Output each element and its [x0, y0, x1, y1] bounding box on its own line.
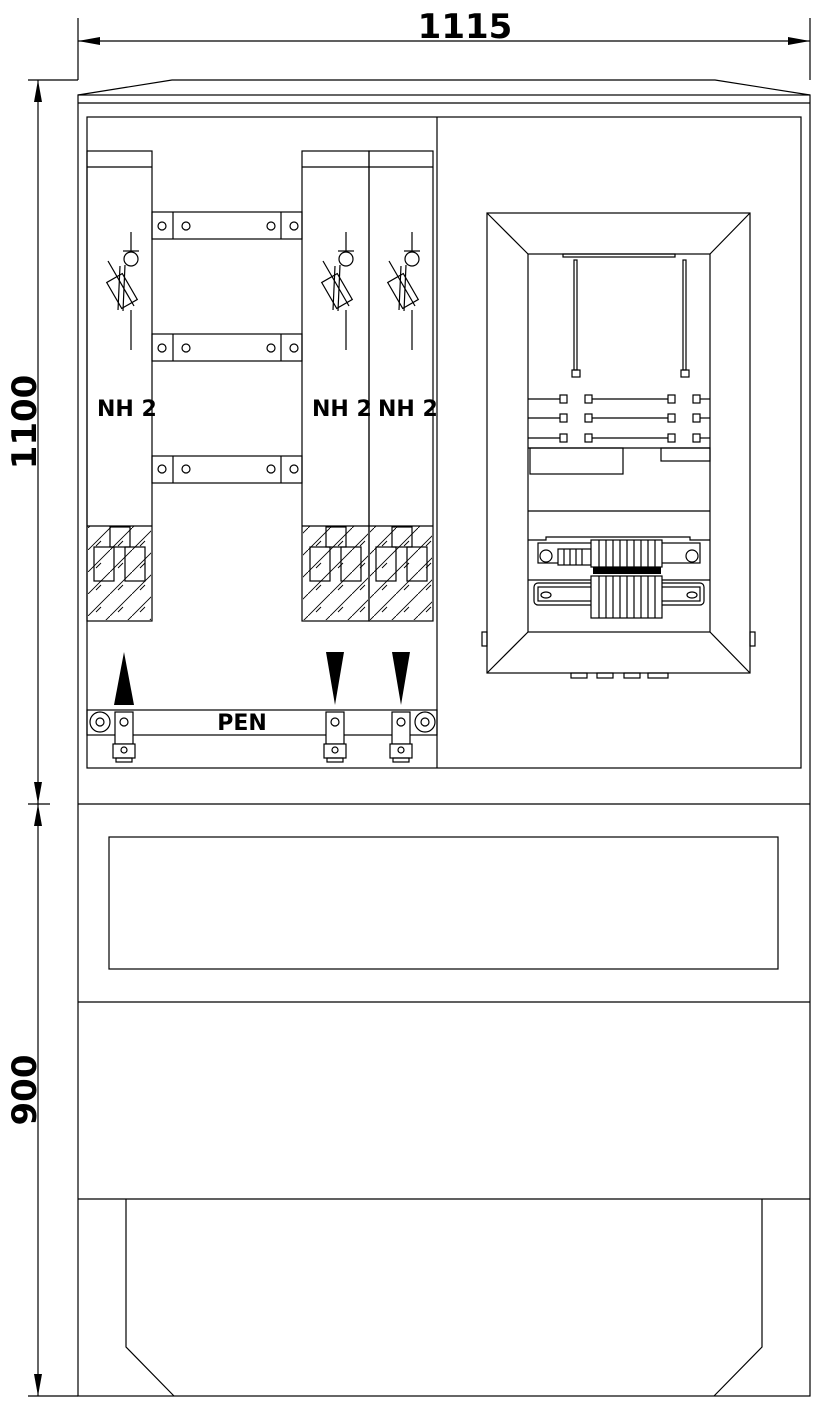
- arrow-up-icon: [114, 652, 134, 705]
- fuse-label: NH 2: [97, 397, 157, 422]
- fuse-column-2: NH 2: [301, 150, 372, 622]
- fuse-column-3: NH 2: [368, 150, 438, 622]
- fuse-label: NH 2: [378, 397, 438, 422]
- width-dimension: 1115: [77, 7, 811, 80]
- width-label: 1115: [418, 7, 513, 47]
- arrow-down-icon: [392, 652, 410, 705]
- height-dimension: 1100 900: [5, 79, 78, 1397]
- busbars: [151, 211, 303, 484]
- fuse-symbol-icon: [320, 232, 354, 350]
- fuse-column-1: NH 2: [86, 150, 157, 622]
- cabinet-housing: [77, 79, 811, 1397]
- pen-busbar: PEN: [86, 709, 438, 763]
- pen-label: PEN: [217, 711, 267, 736]
- meter-terminals: [528, 394, 710, 443]
- lower-height-label: 900: [5, 1055, 45, 1126]
- upper-height-label: 1100: [5, 375, 45, 470]
- fuse-label: NH 2: [312, 397, 372, 422]
- meter-panel: [481, 212, 756, 679]
- fuse-symbol-icon: [386, 232, 420, 350]
- plinth: [125, 1199, 175, 1397]
- label-window: [108, 836, 779, 970]
- fuse-symbol-icon: [105, 232, 139, 350]
- arrow-down-icon: [326, 652, 344, 705]
